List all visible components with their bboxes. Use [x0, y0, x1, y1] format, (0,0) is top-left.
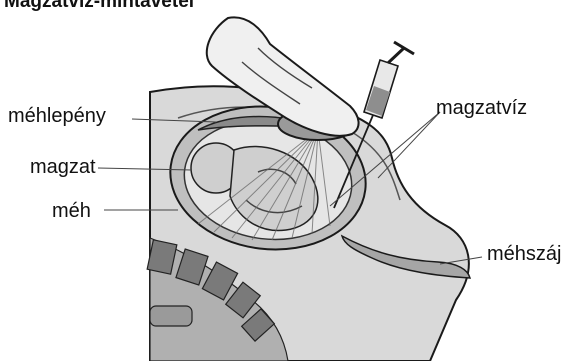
label-placenta: méhlepény — [8, 104, 106, 128]
vertebra — [150, 306, 192, 326]
label-uterus: méh — [52, 199, 91, 223]
label-amniotic-fluid: magzatvíz — [436, 96, 527, 120]
syringe-plunger-cap — [394, 42, 414, 54]
syringe-plunger — [388, 48, 404, 63]
label-fetus: magzat — [30, 155, 96, 179]
label-cervix: méhszáj — [487, 242, 561, 266]
